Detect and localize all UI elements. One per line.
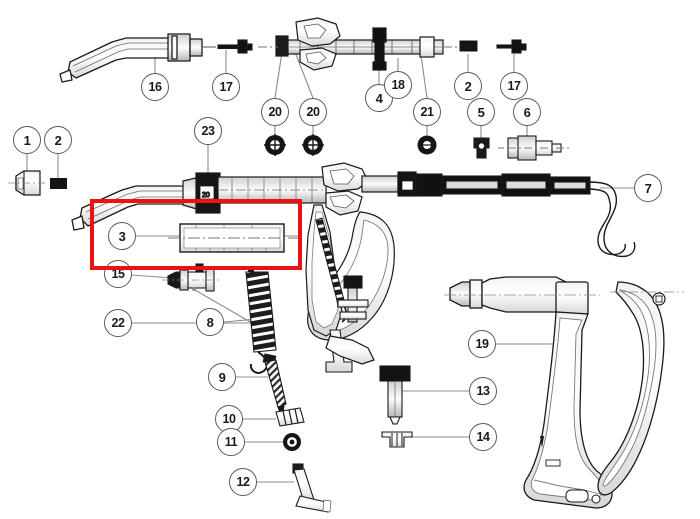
balloon-20a[interactable]: 20 (261, 98, 289, 126)
part-retainer-clip (381, 431, 413, 448)
part-barrel-tube (168, 223, 298, 253)
balloon-21[interactable]: 21 (413, 98, 441, 126)
highlight-rectangle[interactable] (90, 199, 302, 270)
main-assembly-body: 20 (71, 162, 636, 373)
part-13-installed (337, 275, 369, 323)
part-set-screw-upper (217, 39, 253, 54)
balloon-17b[interactable]: 17 (500, 72, 528, 100)
balloon-3[interactable]: 3 (108, 222, 136, 250)
balloon-13[interactable]: 13 (469, 377, 497, 405)
balloon-11[interactable]: 11 (217, 428, 245, 456)
balloon-20b[interactable]: 20 (299, 98, 327, 126)
part-7-hose (587, 181, 636, 258)
part-round-nut-b (302, 134, 324, 156)
part-set-screw-right (496, 39, 527, 54)
part-guide-rail-assembly (258, 17, 470, 71)
balloon-17a[interactable]: 17 (212, 73, 240, 101)
trigger-lever-arm (305, 204, 343, 337)
part-bent-extension-tube (59, 33, 216, 83)
lower-frame-foot (325, 335, 375, 365)
part-nozzle-cap (8, 170, 46, 196)
balloon-5[interactable]: 5 (467, 98, 495, 126)
balloon-14[interactable]: 14 (469, 423, 497, 451)
balloon-9[interactable]: 9 (208, 363, 236, 391)
balloon-7[interactable]: 7 (634, 174, 662, 202)
part-bracket-clip (473, 137, 490, 159)
part-round-nut-a (264, 134, 286, 156)
balloon-15[interactable]: 15 (104, 260, 132, 288)
balloon-1[interactable]: 1 (13, 126, 41, 154)
balloon-2a[interactable]: 2 (44, 126, 72, 154)
svg-text:20: 20 (202, 192, 210, 199)
part-plug-cap (417, 135, 437, 155)
part-seal-block-left (50, 178, 67, 189)
balloon-23[interactable]: 23 (194, 117, 222, 145)
balloon-18[interactable]: 18 (384, 71, 412, 99)
part-bushing-sleeve (275, 407, 305, 427)
part-handle-grip-body (444, 276, 684, 509)
balloon-22[interactable]: 22 (104, 309, 132, 337)
part-washer-ring (283, 433, 301, 451)
balloon-6[interactable]: 6 (513, 98, 541, 126)
part-lever-rod (292, 463, 332, 513)
part-needle-pin (262, 353, 287, 421)
balloon-4[interactable]: 4 (365, 84, 393, 112)
balloon-12[interactable]: 12 (229, 468, 257, 496)
part-coupler-fitting (498, 135, 570, 161)
part-knob-screw (379, 365, 411, 425)
part-seal-block-upper (459, 40, 478, 52)
balloon-19[interactable]: 19 (468, 330, 496, 358)
balloon-2b[interactable]: 2 (454, 72, 482, 100)
balloon-8[interactable]: 8 (196, 308, 224, 336)
balloon-16[interactable]: 16 (141, 73, 169, 101)
part-adapter-fitting-marker (192, 287, 196, 291)
